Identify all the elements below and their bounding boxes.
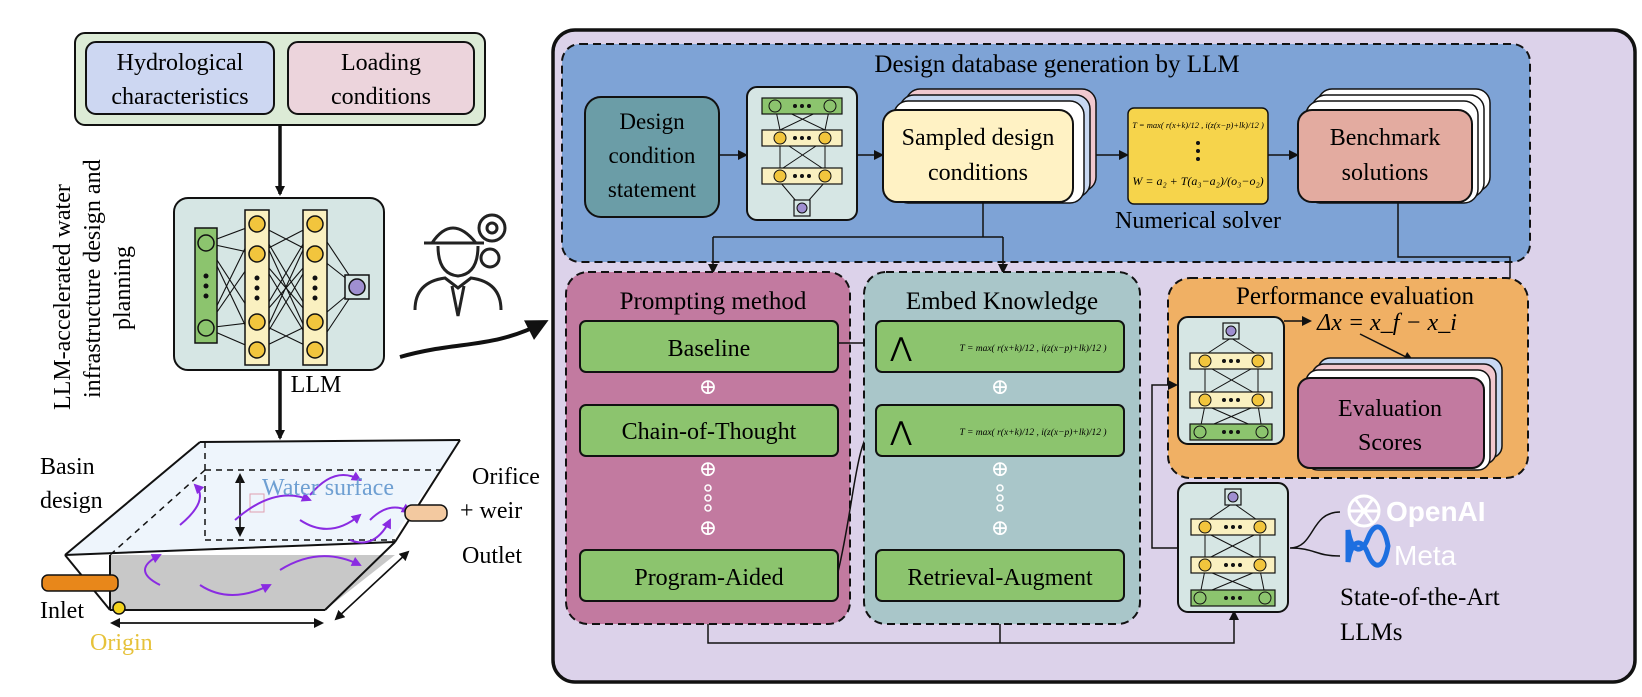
statement-line3: statement (608, 177, 697, 202)
meta-icon (1345, 524, 1391, 568)
arrow-to-workflow (399, 320, 549, 359)
sota-llm-icon (1177, 482, 1289, 613)
embed-wedge-2: ⋀ (889, 417, 912, 446)
delta-formula: Δx = x_f − x_i (1316, 310, 1457, 336)
inlet-label: Inlet (40, 598, 84, 624)
embed-formula-2: T = max( r(x+k)/12 , i(z(x−p)+lk)/12 ) (959, 427, 1106, 438)
solver-box (1127, 107, 1269, 205)
embed-formula-1: T = max( r(x+k)/12 , i(z(x−p)+lk)/12 ) (959, 343, 1106, 354)
statement-line1: Design (619, 109, 685, 134)
embed-plus-3: ⊕ (991, 515, 1009, 540)
loading-line2: conditions (331, 84, 431, 110)
sampled-stack (882, 88, 1097, 204)
scores-stack (1297, 357, 1503, 471)
performance-llm-icon (1177, 316, 1285, 445)
prompt-plus-2: ⊕ (699, 456, 717, 481)
benchmark-line2: solutions (1342, 160, 1429, 186)
llm-network (173, 197, 385, 371)
performance-title: Performance evaluation (1236, 283, 1475, 310)
prompt-plus-1: ⊕ (699, 374, 717, 399)
embed-item1-box (875, 320, 1125, 373)
side-title-line3: planning (110, 246, 136, 330)
arrow-delta-scores (1359, 333, 1414, 361)
hydrological-line1: Hydrological (117, 50, 244, 76)
prompt-cot: Chain-of-Thought (622, 419, 797, 445)
basin-illustration (41, 439, 461, 628)
loading-line1: Loading (341, 50, 421, 76)
embed-retrieval: Retrieval-Augment (907, 565, 1093, 591)
prompt-program-box (579, 549, 839, 602)
outlet-label: Outlet (462, 543, 522, 569)
solver-formula-W: W = a₂ + T(a₃−a₂)/(o₃−o₂) (1132, 174, 1263, 188)
sota-line1: State-of-the-Art (1340, 584, 1500, 611)
embed-wedge-1: ⋀ (889, 333, 912, 362)
hydrological-line2: characteristics (111, 84, 248, 110)
side-title-line2: infrastructure design and (80, 159, 106, 398)
database-title: Design database generation by LLM (874, 51, 1239, 78)
statement-line2: condition (609, 143, 696, 168)
sampled-line2: conditions (928, 160, 1028, 186)
embed-item2-box (875, 404, 1125, 457)
benchmark-stack (1297, 88, 1491, 204)
embed-retrieval-box (875, 549, 1125, 602)
embed-title: Embed Knowledge (906, 288, 1098, 315)
solver-formula-T: T = max( r(x+k)/12 , i(z(x−p)+lk)/12 ) (1132, 120, 1264, 130)
openai-label: OpenAI (1386, 496, 1486, 527)
side-title: LLM-accelerated water infrastructure des… (50, 159, 136, 410)
openai-icon (1347, 494, 1381, 528)
prompt-plus-3: ⊕ (699, 515, 717, 540)
scores-line1: Evaluation (1338, 396, 1442, 422)
water-surface-label: Water surface (262, 475, 394, 501)
sota-line2: LLMs (1340, 619, 1403, 646)
scores-line2: Scores (1358, 430, 1422, 456)
orifice-line2: + weir (460, 498, 522, 524)
hydrological-box (85, 41, 275, 115)
prompt-baseline-box (579, 320, 839, 373)
basin-design-line1: Basin (40, 454, 95, 480)
engineer-icon (413, 213, 507, 317)
arrow-bottom-connector (707, 610, 1239, 644)
benchmark-line1: Benchmark (1330, 125, 1441, 151)
origin-label: Origin (90, 630, 153, 656)
prompt-program: Program-Aided (634, 565, 783, 591)
llm-label: LLM (291, 372, 342, 398)
side-title-line1: LLM-accelerated water (50, 184, 76, 410)
database-llm-icon (746, 86, 858, 221)
arrow-sota-perf (1151, 380, 1178, 549)
sampled-line1: Sampled design (902, 125, 1055, 151)
statement-box (584, 96, 720, 218)
solver-label: Numerical solver (1115, 208, 1281, 234)
basin-design-line2: design (40, 488, 103, 514)
prompting-title: Prompting method (620, 288, 807, 315)
orifice-line1: Orifice (472, 464, 540, 490)
prompt-cot-box (579, 404, 839, 457)
embed-plus-2: ⊕ (991, 456, 1009, 481)
embed-plus-1: ⊕ (991, 374, 1009, 399)
prompt-baseline: Baseline (668, 336, 751, 362)
loading-box (287, 41, 475, 115)
meta-label: Meta (1394, 540, 1457, 571)
sota-branch-lines (1289, 511, 1341, 557)
